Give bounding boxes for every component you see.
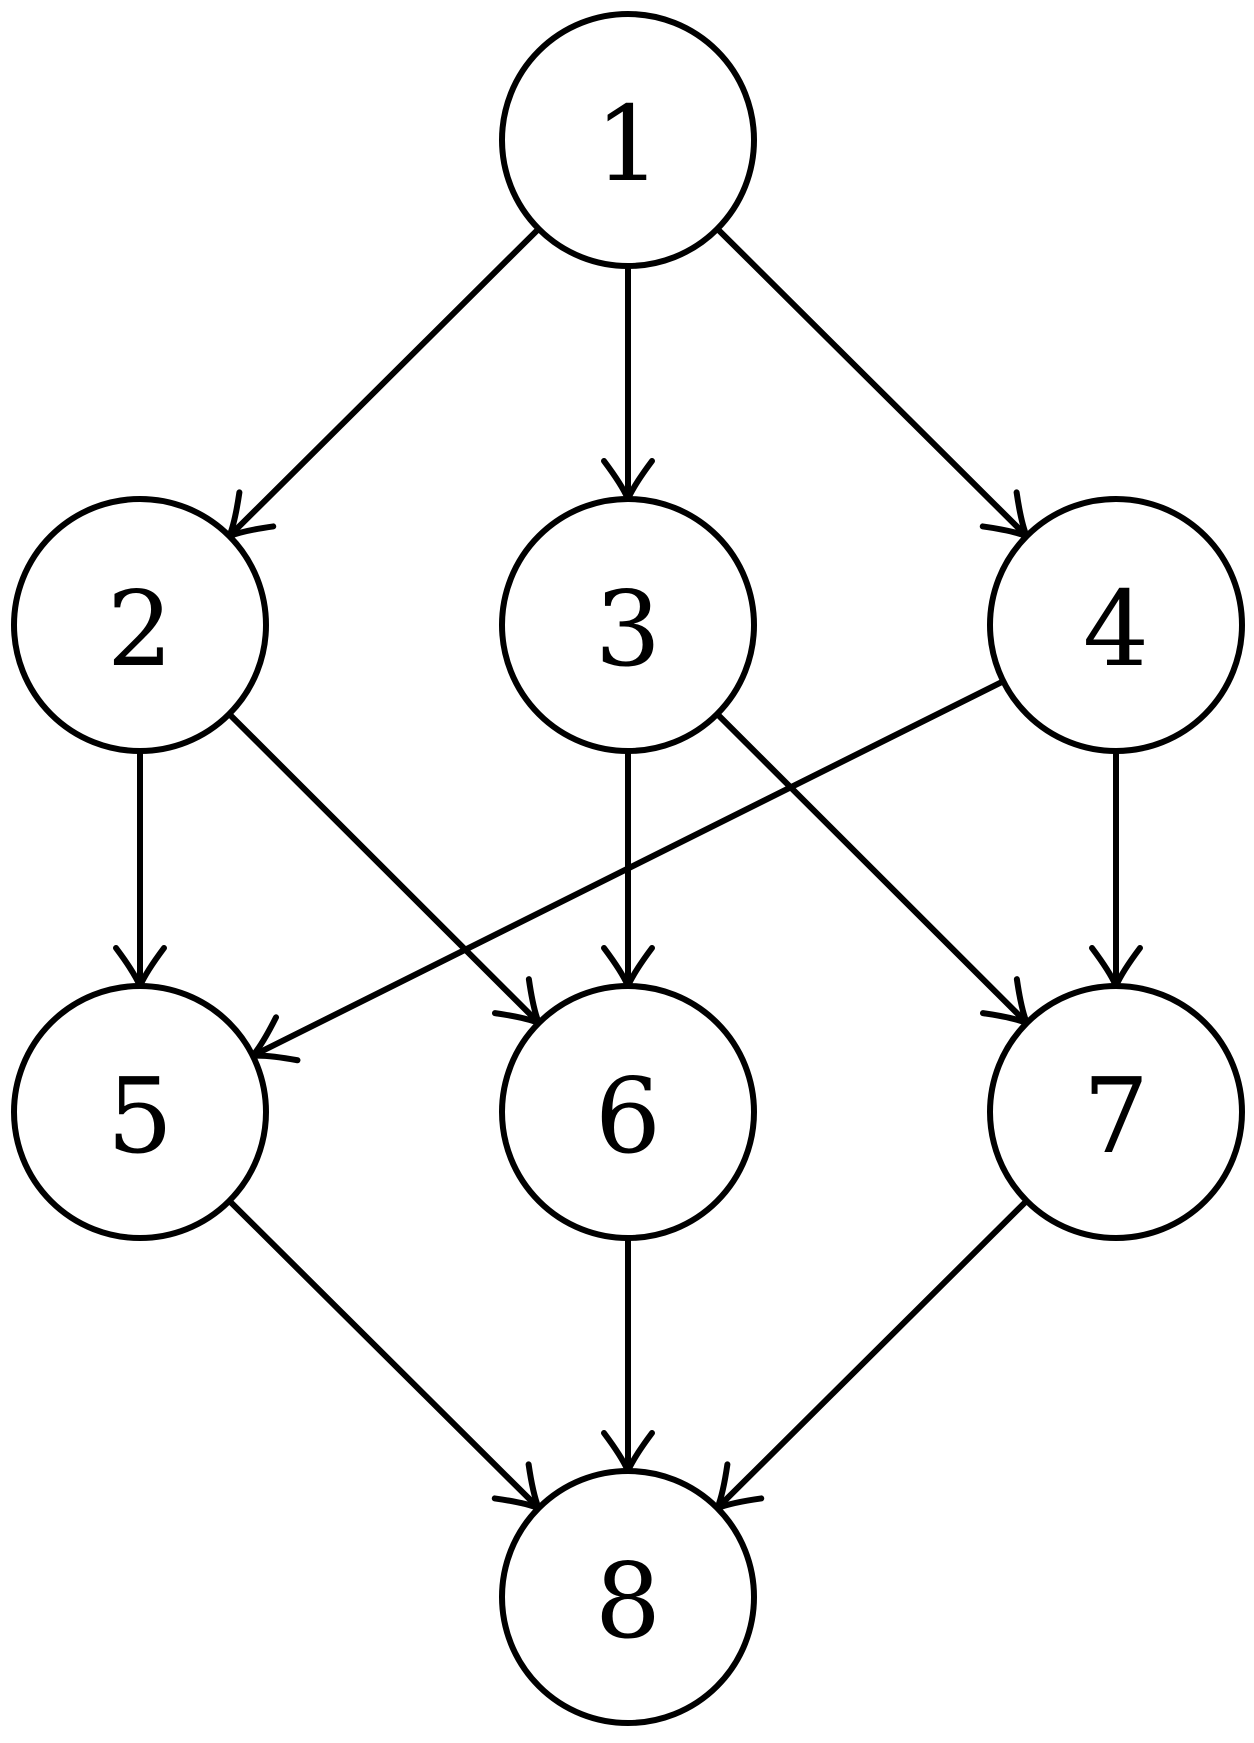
node-4: 4 xyxy=(987,496,1245,754)
node-circle xyxy=(987,496,1245,754)
edge-2-to-6 xyxy=(226,711,542,1026)
edge-line xyxy=(226,225,542,540)
edge-1-to-4 xyxy=(714,225,1030,540)
node-8: 8 xyxy=(499,1468,757,1726)
node-circle xyxy=(499,1468,757,1726)
node-circle xyxy=(987,983,1245,1241)
edge-3-to-7 xyxy=(714,711,1030,1026)
edge-4-to-7 xyxy=(1089,748,1143,989)
node-label: 6 xyxy=(595,1055,661,1177)
edge-7-to-8 xyxy=(714,1197,1030,1512)
node-label: 4 xyxy=(1083,568,1149,690)
node-label: 5 xyxy=(107,1055,173,1177)
edge-line xyxy=(714,225,1030,540)
node-label: 2 xyxy=(107,568,173,690)
edge-1-to-3 xyxy=(601,263,655,502)
node-label: 8 xyxy=(595,1540,661,1662)
edge-line xyxy=(714,711,1030,1026)
node-label: 3 xyxy=(595,568,661,690)
node-label: 1 xyxy=(595,83,661,205)
node-label: 7 xyxy=(1083,1055,1149,1177)
node-circle xyxy=(11,983,269,1241)
edge-5-to-8 xyxy=(226,1197,542,1512)
edge-line xyxy=(249,678,1007,1059)
node-circle xyxy=(499,11,757,269)
node-1: 1 xyxy=(499,11,757,269)
node-3: 3 xyxy=(499,496,757,754)
edge-line xyxy=(226,1197,542,1512)
node-circle xyxy=(499,496,757,754)
edge-line xyxy=(714,1197,1030,1512)
edge-6-to-8 xyxy=(601,1235,655,1474)
edge-1-to-2 xyxy=(226,225,542,540)
edges-layer xyxy=(113,225,1143,1512)
edge-2-to-5 xyxy=(113,748,167,989)
node-circle xyxy=(499,983,757,1241)
node-5: 5 xyxy=(11,983,269,1241)
node-6: 6 xyxy=(499,983,757,1241)
edge-line xyxy=(226,711,542,1026)
node-circle xyxy=(11,496,269,754)
nodes-layer: 1 2 3 4 5 6 7 8 xyxy=(11,11,1245,1726)
node-2: 2 xyxy=(11,496,269,754)
node-7: 7 xyxy=(987,983,1245,1241)
